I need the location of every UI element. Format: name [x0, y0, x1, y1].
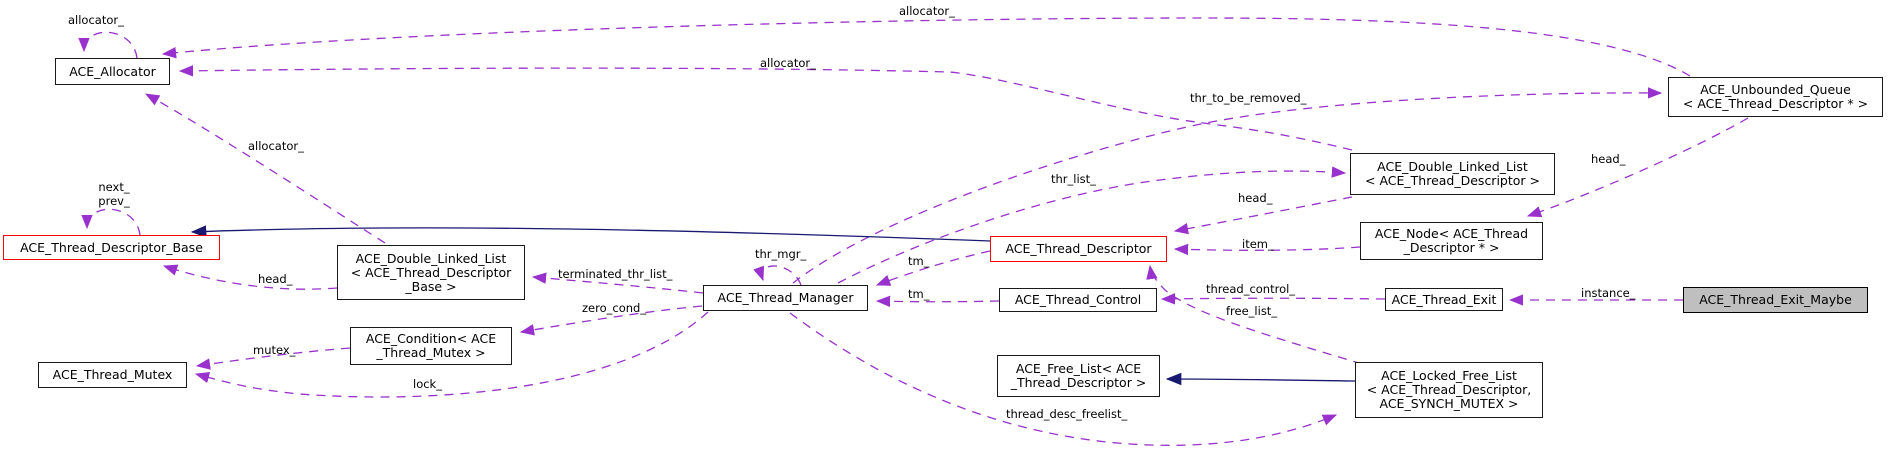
node-ace-double-linked-list-descriptor[interactable]: ACE_Double_Linked_List < ACE_Thread_Desc…	[1350, 153, 1555, 195]
edge-condition-mutex	[195, 347, 351, 370]
edge-label-tm-upper: tm_	[908, 254, 930, 268]
edge-label-item: item_	[1242, 237, 1274, 251]
edge-dll-base-head-to-descriptor-base	[162, 264, 338, 290]
edge-manager-lock	[194, 311, 709, 398]
node-ace-allocator[interactable]: ACE_Allocator	[55, 58, 170, 85]
edge-queue-head-to-node	[1526, 117, 1749, 218]
node-ace-thread-exit-maybe[interactable]: ACE_Thread_Exit_Maybe	[1683, 287, 1868, 313]
edge-label-thr-to-be-removed: thr_to_be_removed_	[1190, 91, 1307, 105]
edge-exit-thread-control	[1160, 293, 1386, 305]
edge-thr-mgr-self-loop	[753, 265, 802, 286]
edge-label-thr-mgr: thr_mgr_	[755, 247, 807, 261]
edge-queue-to-allocator	[161, 17, 1691, 77]
edge-label-tm-lower: tm_	[908, 287, 930, 301]
edge-label-thread-control: thread_control_	[1206, 282, 1296, 296]
edge-allocator-self-loop	[78, 31, 138, 59]
edge-control-tm	[875, 295, 1000, 308]
edge-label-thread-desc-freelist: thread_desc_freelist_	[1006, 407, 1128, 421]
edge-dll-descriptor-to-allocator	[178, 65, 1353, 151]
edge-label-allocator-dll-base: allocator_	[248, 139, 304, 153]
edge-label-head-mid: head_	[1238, 191, 1273, 205]
edge-descriptor-tm	[875, 250, 991, 286]
edge-descriptor-inherits-descriptor-base	[190, 225, 991, 242]
node-ace-locked-free-list[interactable]: ACE_Locked_Free_List < ACE_Thread_Descri…	[1355, 362, 1543, 418]
edge-label-allocator-dll-td: allocator_	[760, 56, 816, 70]
node-ace-thread-mutex[interactable]: ACE_Thread_Mutex	[38, 362, 187, 388]
edge-label-thr-list: thr_list_	[1051, 172, 1096, 186]
node-ace-node-descriptor[interactable]: ACE_Node< ACE_Thread _Descriptor * >	[1360, 222, 1543, 260]
edge-manager-terminated-thr-list	[531, 272, 704, 294]
node-ace-condition-thread-mutex[interactable]: ACE_Condition< ACE _Thread_Mutex >	[350, 327, 512, 365]
edge-label-instance: instance_	[1581, 286, 1636, 300]
edge-manager-thr-to-be-removed	[792, 87, 1663, 284]
edge-label-head-left: head_	[258, 272, 293, 286]
edge-manager-zero-cond	[519, 305, 703, 336]
edge-label-mutex: mutex_	[253, 343, 296, 357]
node-ace-free-list[interactable]: ACE_Free_List< ACE _Thread_Descriptor >	[997, 355, 1160, 397]
node-ace-thread-descriptor-base[interactable]: ACE_Thread_Descriptor_Base	[3, 235, 220, 260]
edge-node-item	[1173, 243, 1361, 256]
edge-label-head-right: head_	[1591, 152, 1626, 166]
edge-locked-free-list-inherits-free-list	[1165, 372, 1356, 386]
edge-label-terminated-thr-list: terminated_thr_list_	[558, 267, 673, 281]
edge-dll-base-to-allocator	[145, 93, 386, 244]
edge-label-allocator-self: allocator_	[68, 13, 124, 27]
node-ace-thread-manager[interactable]: ACE_Thread_Manager	[703, 285, 868, 311]
edge-locked-free-list-free-list	[1146, 264, 1363, 365]
edge-label-allocator-queue: allocator_	[899, 4, 955, 18]
node-ace-thread-control[interactable]: ACE_Thread_Control	[999, 288, 1157, 312]
node-ace-thread-exit[interactable]: ACE_Thread_Exit	[1385, 288, 1503, 311]
edge-label-zero-cond: zero_cond_	[582, 301, 647, 315]
node-ace-double-linked-list-base[interactable]: ACE_Double_Linked_List < ACE_Thread_Desc…	[337, 245, 525, 300]
edge-label-next-prev: next_prev_	[98, 180, 130, 208]
edge-label-lock: lock_	[413, 377, 442, 391]
node-ace-unbounded-queue[interactable]: ACE_Unbounded_Queue < ACE_Thread_Descrip…	[1668, 77, 1883, 117]
edge-dll-descriptor-head	[1173, 196, 1353, 235]
edge-label-free-list: free_list_	[1226, 304, 1278, 318]
node-ace-thread-descriptor[interactable]: ACE_Thread_Descriptor	[990, 236, 1167, 262]
edge-next-prev-self-loop	[81, 208, 141, 236]
